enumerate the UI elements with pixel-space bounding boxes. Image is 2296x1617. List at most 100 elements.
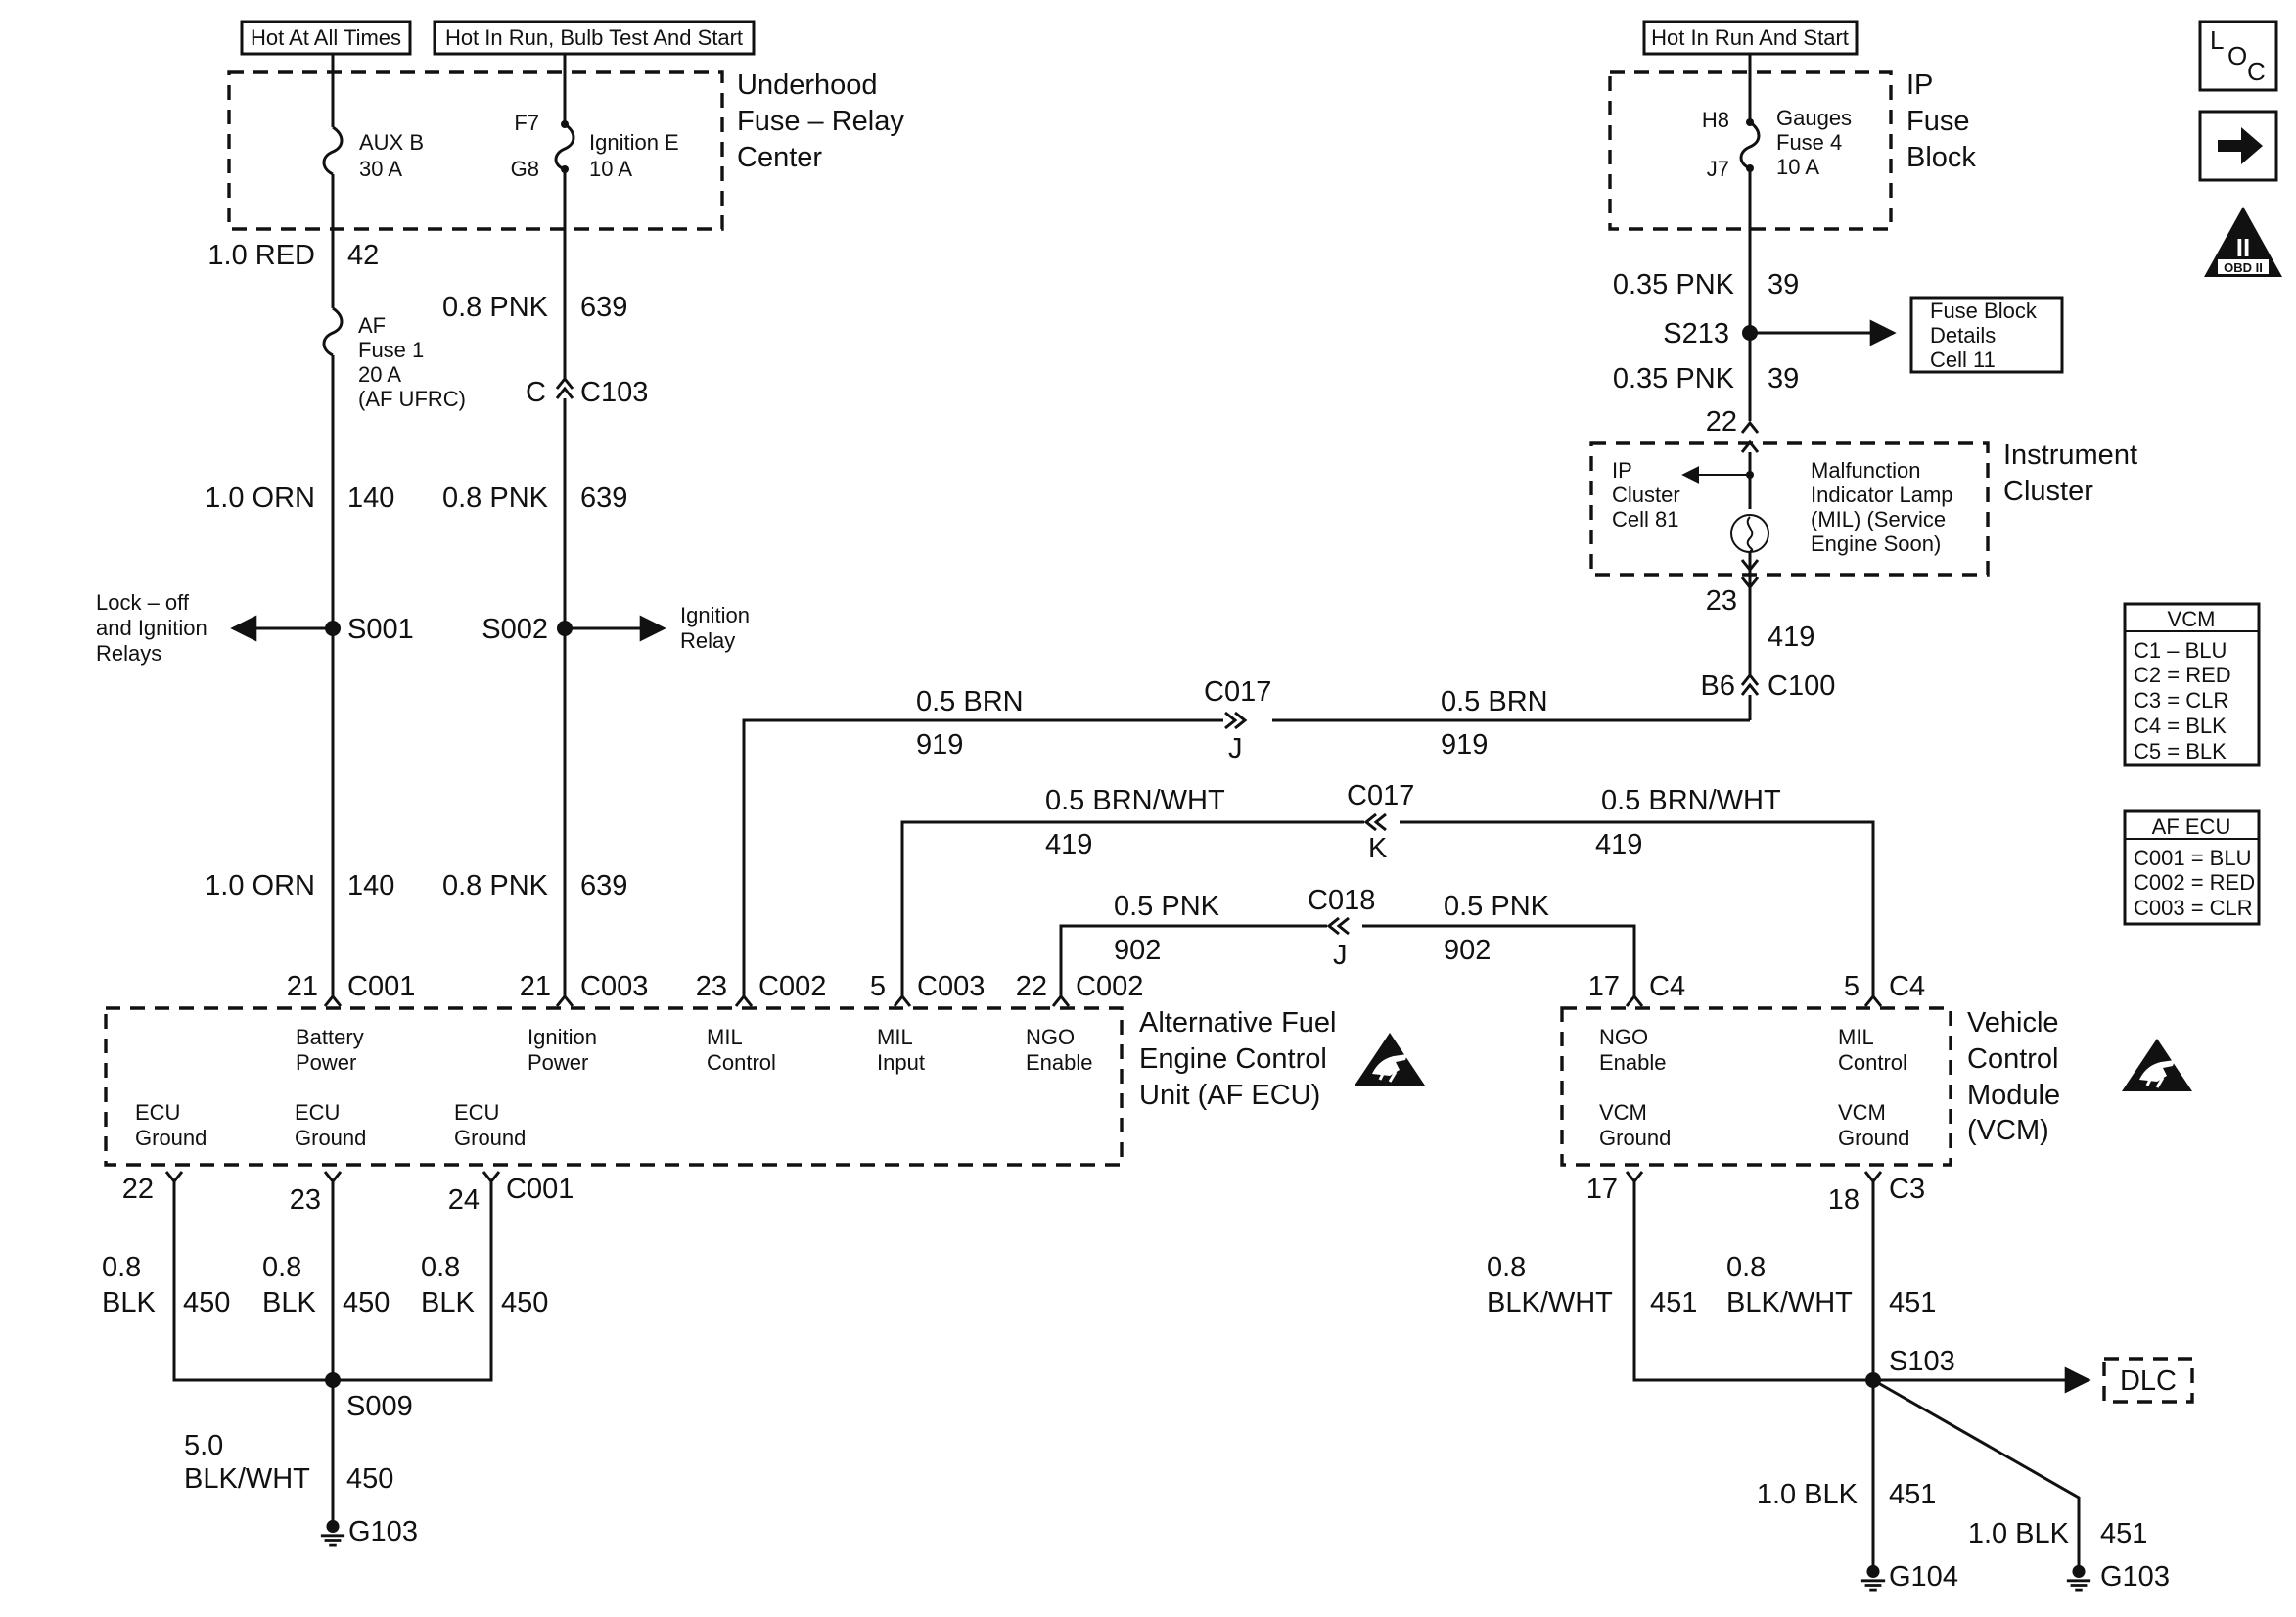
svg-text:C: C <box>526 377 546 408</box>
svg-text:39: 39 <box>1768 269 1799 300</box>
hot-in-run-and-start-label: Hot In Run And Start <box>1642 20 1859 56</box>
location-icon[interactable]: L O C <box>2198 20 2278 92</box>
svg-text:23: 23 <box>290 1184 321 1216</box>
svg-text:10 A: 10 A <box>589 157 632 181</box>
svg-text:21: 21 <box>520 971 551 1002</box>
splice-s009 <box>325 1372 341 1388</box>
svg-text:C100: C100 <box>1768 670 1835 702</box>
ignition-e-fuse-label: Ignition E <box>589 130 679 155</box>
svg-text:Ground: Ground <box>295 1126 366 1150</box>
svg-text:Enable: Enable <box>1026 1050 1093 1075</box>
svg-text:BLK: BLK <box>421 1287 475 1318</box>
svg-text:450: 450 <box>346 1463 393 1495</box>
c018-j-connector-symbol <box>1326 916 1350 936</box>
svg-text:0.35 PNK: 0.35 PNK <box>1613 363 1735 394</box>
svg-text:C1 – BLU: C1 – BLU <box>2134 638 2227 663</box>
svg-text:H8: H8 <box>1702 108 1729 132</box>
svg-text:419: 419 <box>1045 829 1092 860</box>
svg-text:C003: C003 <box>917 971 985 1002</box>
svg-text:ECU: ECU <box>454 1100 499 1125</box>
svg-text:Module: Module <box>1967 1080 2060 1111</box>
svg-text:0.5 PNK: 0.5 PNK <box>1444 891 1550 922</box>
svg-text:C3: C3 <box>1889 1174 1925 1205</box>
svg-text:L: L <box>2210 25 2224 55</box>
svg-text:1.0 ORN: 1.0 ORN <box>205 870 315 901</box>
svg-text:Input: Input <box>877 1050 925 1075</box>
c017-k-connector-symbol <box>1363 812 1387 832</box>
svg-text:Indicator Lamp: Indicator Lamp <box>1811 483 1953 507</box>
svg-text:Hot In Run, Bulb Test And Star: Hot In Run, Bulb Test And Start <box>445 25 743 50</box>
svg-text:MIL: MIL <box>707 1025 743 1049</box>
svg-text:Control: Control <box>1967 1043 2059 1075</box>
svg-text:Malfunction: Malfunction <box>1811 458 1921 483</box>
svg-text:C4: C4 <box>1889 971 1925 1002</box>
svg-text:Block: Block <box>1906 142 1976 173</box>
svg-text:VCM: VCM <box>1599 1100 1647 1125</box>
svg-text:0.8: 0.8 <box>262 1252 301 1283</box>
svg-text:450: 450 <box>183 1287 230 1318</box>
svg-text:1.0 BLK: 1.0 BLK <box>1757 1479 1859 1510</box>
svg-text:S213: S213 <box>1663 318 1729 349</box>
svg-text:0.8 PNK: 0.8 PNK <box>442 483 549 514</box>
svg-text:450: 450 <box>501 1287 548 1318</box>
svg-text:Relay: Relay <box>680 628 735 653</box>
svg-text:23: 23 <box>1706 585 1737 617</box>
svg-text:C017: C017 <box>1204 676 1271 708</box>
svg-text:Ground: Ground <box>1838 1126 1909 1150</box>
svg-text:C018: C018 <box>1308 885 1375 916</box>
svg-text:Instrument: Instrument <box>2003 439 2137 471</box>
svg-text:J: J <box>1228 733 1243 764</box>
svg-text:BLK: BLK <box>262 1287 316 1318</box>
gauges-fuse-label: Gauges <box>1776 106 1852 130</box>
c017-j-connector-symbol <box>1224 711 1248 730</box>
svg-text:22: 22 <box>1016 971 1047 1002</box>
esd-sensitive-icon-vcm <box>2120 1037 2194 1093</box>
svg-text:Ground: Ground <box>135 1126 207 1150</box>
svg-text:Fuse 1: Fuse 1 <box>358 338 424 362</box>
ignition-e-fuse-symbol <box>554 122 575 171</box>
svg-text:ECU: ECU <box>135 1100 180 1125</box>
next-page-arrow-icon[interactable] <box>2198 110 2278 182</box>
svg-text:22: 22 <box>122 1174 154 1205</box>
instrument-cluster-title: Instrument Cluster <box>2003 439 2137 507</box>
af-ecu-title: Alternative Fuel Engine Control Unit (AF… <box>1139 1007 1337 1111</box>
svg-text:Hot In Run And Start: Hot In Run And Start <box>1651 25 1849 50</box>
svg-text:BLK/WHT: BLK/WHT <box>184 1463 310 1495</box>
svg-text:Engine Soon): Engine Soon) <box>1811 531 1941 556</box>
svg-text:Cluster: Cluster <box>1612 483 1680 507</box>
svg-text:24: 24 <box>448 1184 480 1216</box>
svg-text:140: 140 <box>347 870 394 901</box>
svg-text:AF: AF <box>358 313 386 338</box>
svg-text:Ignition: Ignition <box>528 1025 597 1049</box>
svg-text:(VCM): (VCM) <box>1967 1115 2049 1146</box>
svg-text:Control: Control <box>707 1050 776 1075</box>
hot-at-all-times-label: Hot At All Times <box>240 20 412 56</box>
svg-text:0.35 PNK: 0.35 PNK <box>1613 269 1735 300</box>
svg-text:0.5 BRN: 0.5 BRN <box>916 686 1024 717</box>
svg-text:C003 = CLR: C003 = CLR <box>2134 896 2253 920</box>
ground-g104-icon <box>1860 1564 1887 1592</box>
svg-text:C001: C001 <box>506 1174 574 1205</box>
svg-text:20 A: 20 A <box>358 362 401 387</box>
svg-text:902: 902 <box>1114 935 1161 966</box>
af-fuse-1-symbol <box>322 306 344 357</box>
svg-text:419: 419 <box>1595 829 1642 860</box>
svg-text:F7: F7 <box>514 111 539 135</box>
svg-text:Engine Control: Engine Control <box>1139 1043 1327 1075</box>
svg-text:VCM: VCM <box>1838 1100 1886 1125</box>
svg-text:Ignition: Ignition <box>680 603 750 627</box>
ip-fuse-block-box <box>1608 70 1893 231</box>
c100-connector-symbol <box>1740 672 1760 696</box>
svg-text:C5 = BLK: C5 = BLK <box>2134 739 2227 763</box>
svg-text:1.0 ORN: 1.0 ORN <box>205 483 315 514</box>
svg-text:451: 451 <box>1650 1287 1697 1318</box>
svg-text:Control: Control <box>1838 1050 1907 1075</box>
svg-text:O: O <box>2227 41 2247 70</box>
hot-in-run-bulb-test-label: Hot In Run, Bulb Test And Start <box>433 20 756 56</box>
svg-text:G103: G103 <box>2100 1561 2170 1593</box>
svg-text:(MIL) (Service: (MIL) (Service <box>1811 507 1946 531</box>
svg-text:419: 419 <box>1768 622 1814 653</box>
svg-text:Relays: Relays <box>96 641 161 666</box>
svg-text:C001: C001 <box>347 971 415 1002</box>
